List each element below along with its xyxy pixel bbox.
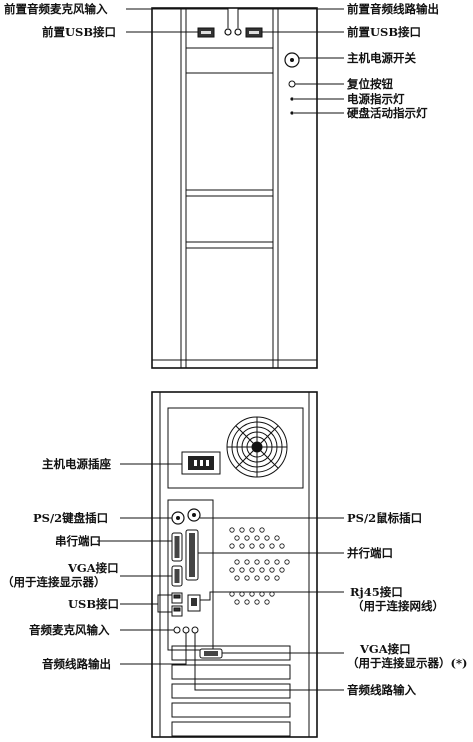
vga-port-shape [171,565,183,587]
front-line-out-label: 前置音频线路输出 [347,2,439,16]
reset-button-shape [288,80,296,88]
power-led-shape [290,97,294,101]
parallel-port-label: 并行端口 [347,546,393,560]
rear-chassis [151,391,318,738]
rj45-label-line2: （用于连接网线） [352,599,444,613]
power-socket-label: 主机电源插座 [42,457,111,471]
vent-holes [229,527,290,605]
vga-label-line1: VGA接口 [68,561,119,575]
front-usb-right-label: 前置USB接口 [347,25,422,39]
expansion-slots [171,645,291,737]
audio-line-in-jack [191,626,199,634]
front-usb-port-right [245,27,263,38]
hdd-led-label: 硬盘活动指示灯 [347,106,428,120]
audio-mic-jack [173,626,181,634]
front-leader-lines [126,8,344,114]
front-mic-in-label: 前置音频麦克风输入 [4,2,108,16]
audio-mic-in-label: 音频麦克风输入 [29,623,110,637]
front-mic-jack [224,28,232,36]
serial-port-label: 串行端口 [55,534,101,548]
front-usb-port-left [197,27,215,38]
reset-button-label: 复位按钮 [347,77,393,91]
parallel-port-shape [185,529,199,581]
audio-line-out-label: 音频线路输出 [42,657,111,671]
vga-card-port-shape [199,648,223,659]
audio-line-in-label: 音频线路输入 [347,683,416,697]
audio-line-out-jack [182,626,190,634]
rj45-label-line1: Rj45接口 [350,585,403,599]
front-line-out-jack [234,28,242,36]
io-shield [167,499,214,651]
vga-label-line2: （用于连接显示器） [2,575,106,589]
ps2-mouse-label: PS/2鼠标插口 [347,511,423,525]
usb-ports-shape [171,592,183,617]
power-socket-shape [181,451,221,475]
ps2-keyboard-label: PS/2键盘插口 [33,511,109,525]
power-switch-label: 主机电源开关 [347,51,416,65]
vga-card-label-line2: （用于连接显示器）(*) [347,656,468,670]
serial-port-shape [171,532,183,562]
psu-area [167,407,304,489]
usb-ports-label: USB接口 [68,597,120,611]
psu-fan-icon [226,416,288,478]
rear-leader-lines [97,463,344,691]
front-usb-left-label: 前置USB接口 [42,25,117,39]
hdd-led-shape [290,111,294,115]
power-led-label: 电源指示灯 [347,92,405,106]
front-chassis [151,7,318,369]
vga-card-label-line1: VGA接口 [360,642,411,656]
rj45-port-shape [187,594,201,612]
